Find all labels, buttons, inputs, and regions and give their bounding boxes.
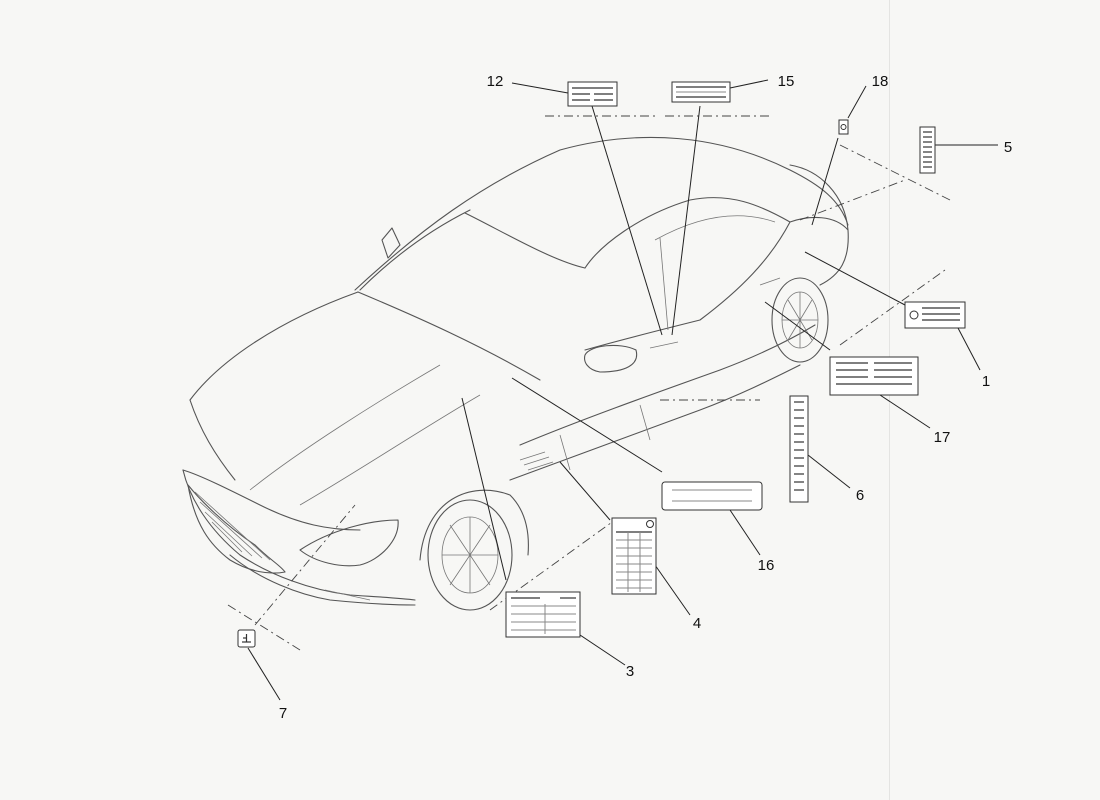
callout-7: 7 [279,705,287,722]
label-sticker-4 [611,517,657,595]
callout-1: 1 [982,373,990,390]
page-edge-line [889,0,890,800]
callout-15: 15 [778,73,795,90]
label-sticker-15 [671,81,731,103]
reference-lines [227,115,951,651]
callout-4: 4 [693,615,701,632]
label-sticker-18 [838,119,849,135]
callout-17: 17 [934,429,951,446]
callout-16: 12 [487,73,504,90]
label-sticker-12 [661,481,763,511]
callout-5: 5 [1004,139,1012,156]
label-sticker-6 [789,395,809,503]
leader-lines [247,79,998,701]
car-outline [182,136,849,611]
label-sticker-5 [919,126,936,174]
label-sticker-1 [904,301,966,329]
label-sticker-3 [505,591,581,638]
callout-18: 18 [872,73,889,90]
callout-6: 6 [856,487,864,504]
callout-numbers: 12 15 18 5 1 17 6 16 4 3 7 [279,73,1012,722]
label-sticker-16 [567,81,618,107]
callout-12: 16 [758,557,775,574]
callout-3: 3 [626,663,634,680]
label-sticker-17 [829,356,919,396]
label-sticker-7 [237,629,256,648]
